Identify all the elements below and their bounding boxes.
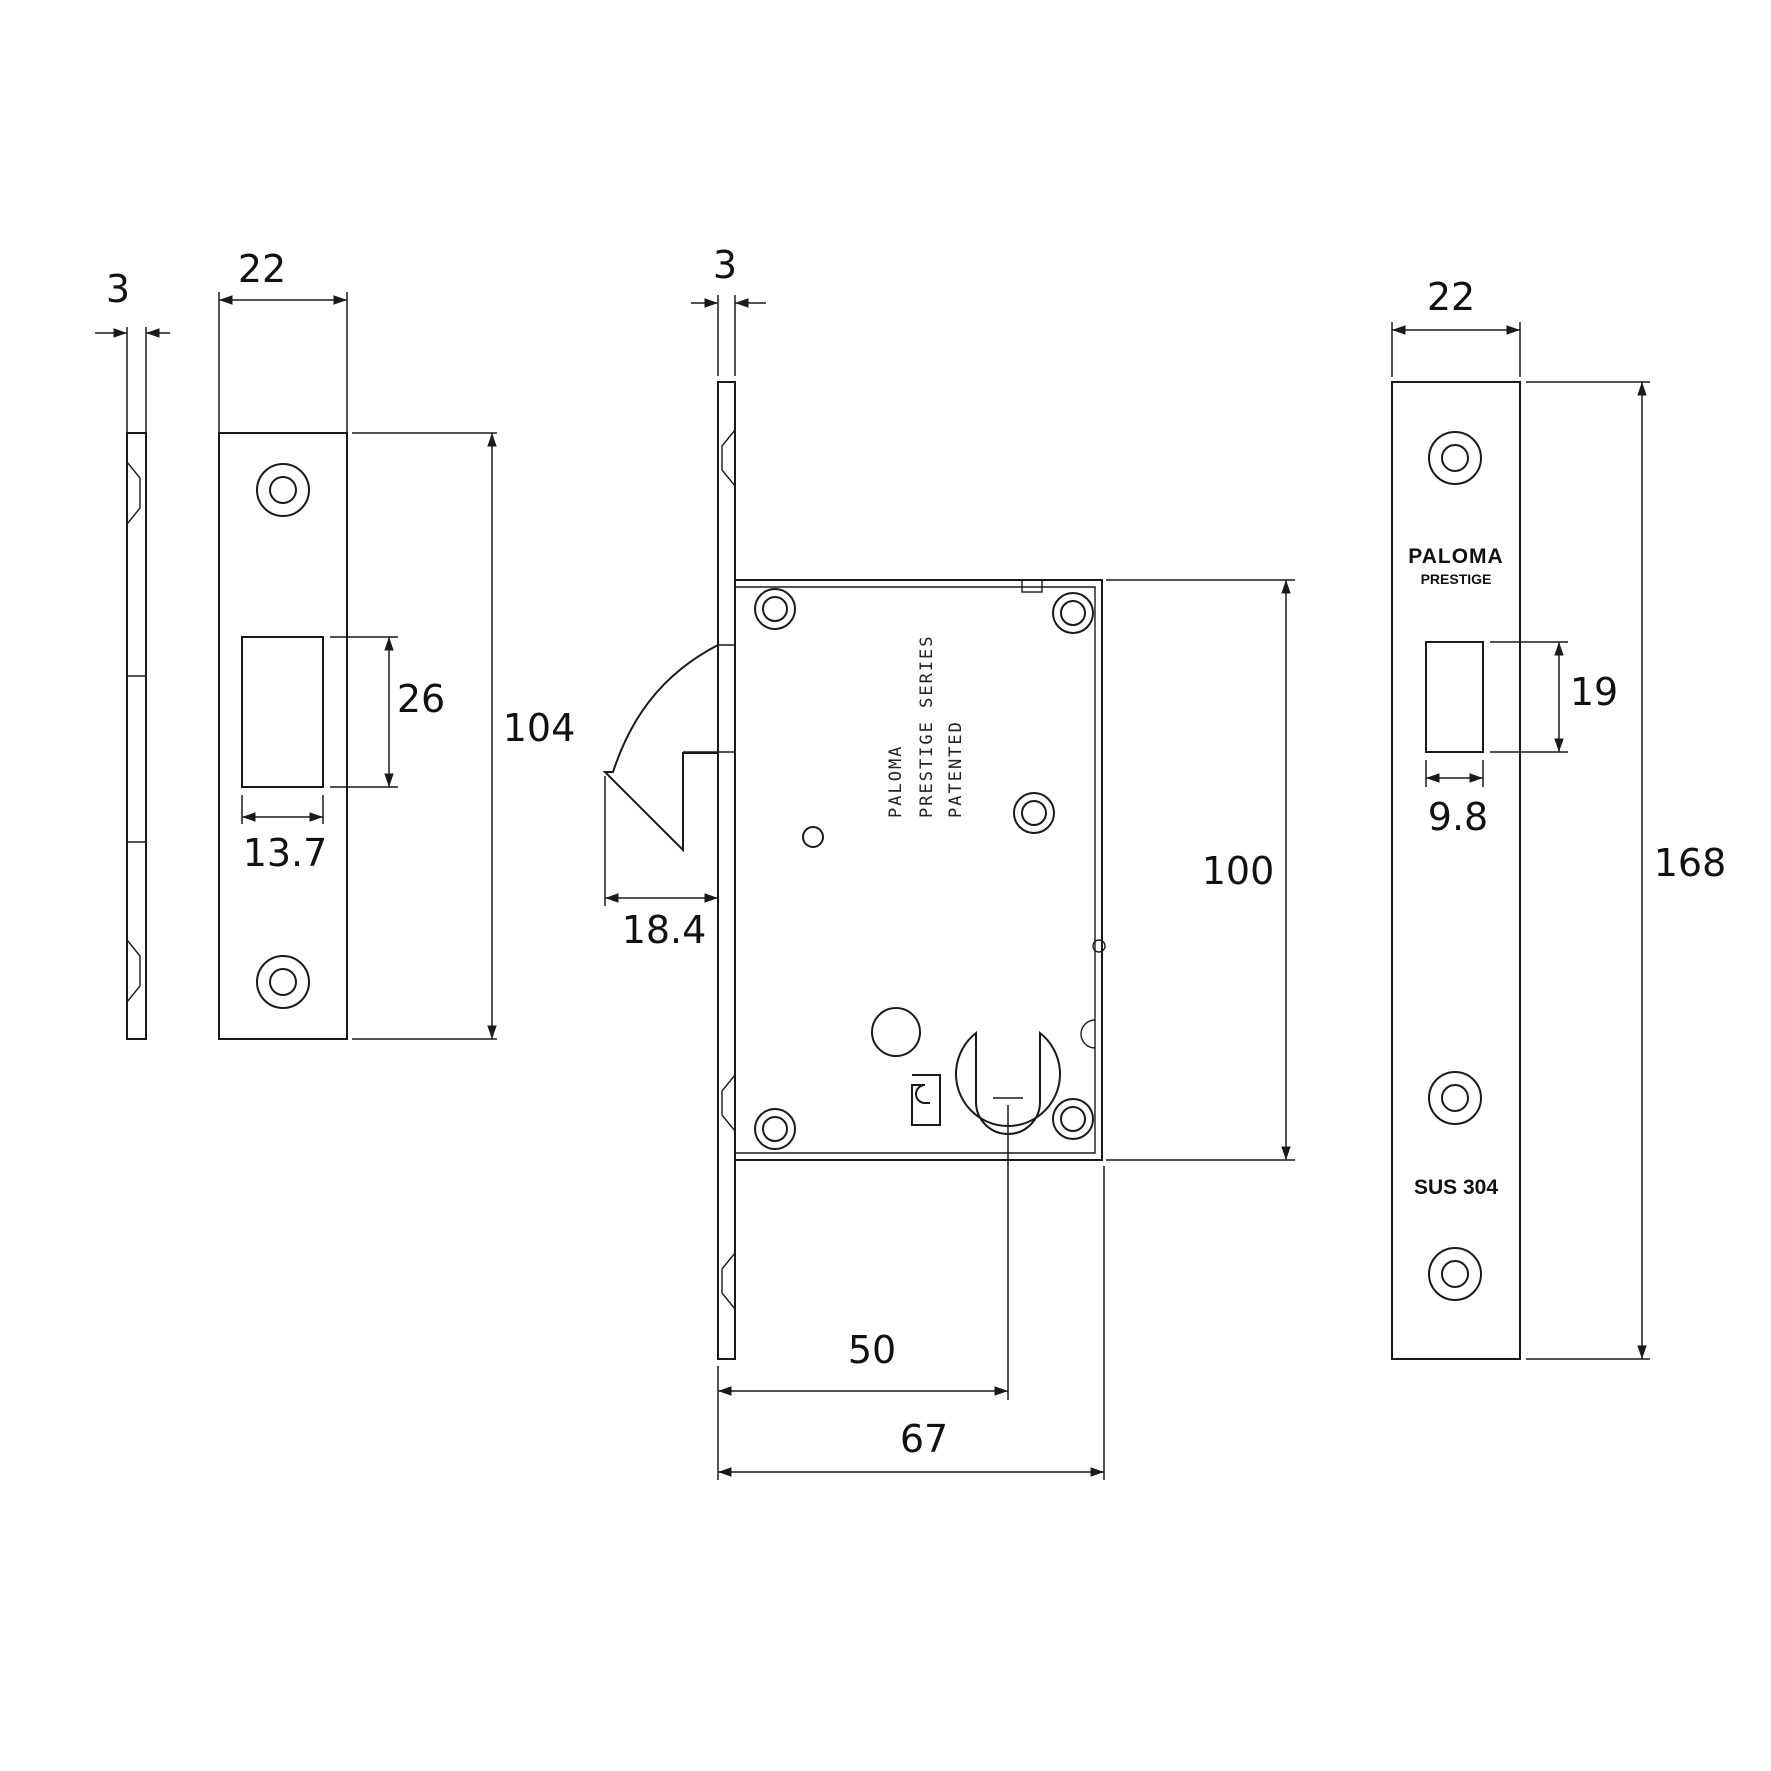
faceplate-width-label: 22 [1427,275,1475,319]
strike-opening-width-label: 13.7 [243,831,328,875]
screw-hole-icon [754,1108,796,1150]
case-height-label: 100 [1202,849,1275,893]
hook-bolt [602,644,719,853]
lock-case [734,579,1103,1161]
spindle-pin [802,826,824,848]
strike-plate-side-view: 3 [95,267,170,1040]
faceplate-height-label: 168 [1654,841,1727,885]
faceplate-opening-height-label: 19 [1570,670,1618,714]
follower-hole [871,1007,921,1057]
strike-height-label: 104 [503,706,576,750]
screw-hole-icon [1428,1247,1482,1301]
faceplate-opening-width-label: 9.8 [1428,795,1488,839]
lock-faceplate-front-view: PALOMA PRESTIGE SUS 304 22 19 9.8 168 [1391,275,1727,1360]
euro-cylinder-cutout-icon [955,1030,1061,1135]
case-engraving-patent: PATENTED [946,720,966,818]
screw-hole-icon [256,955,310,1009]
latch-bracket [911,1074,941,1126]
screw-hole-icon [1052,1098,1094,1140]
case-engraving-series: PRESTIGE SERIES [917,634,937,818]
faceplate-opening [1425,641,1484,753]
screw-hole-icon [1013,792,1055,834]
screw-hole-icon [1428,431,1482,485]
strike-side-thickness-label: 3 [106,267,130,311]
strike-opening-height-label: 26 [397,677,445,721]
hook-projection-label: 18.4 [622,908,707,952]
screw-hole-icon [256,463,310,517]
lock-faceplate-thickness-label: 3 [713,243,737,287]
strike-plate-front-view: 22 26 13.7 104 [218,247,576,1040]
screw-hole-icon [754,588,796,630]
faceplate-brand-logo: PALOMA [1408,545,1503,568]
case-engraving-brand: PALOMA [886,745,906,818]
screw-hole-icon [1428,1071,1482,1125]
faceplate-material-text: SUS 304 [1414,1176,1498,1199]
faceplate-series-text: PRESTIGE [1421,571,1492,587]
screw-hole-icon [1052,592,1094,634]
backset-label: 50 [848,1328,896,1372]
lock-faceplate [717,381,736,1360]
strike-opening [241,636,324,788]
case-depth-label: 67 [900,1417,948,1461]
lock-body-view: PALOMA PRESTIGE SERIES PATENTED 3 18.4 1… [602,243,1295,1480]
strike-width-label: 22 [238,247,286,291]
